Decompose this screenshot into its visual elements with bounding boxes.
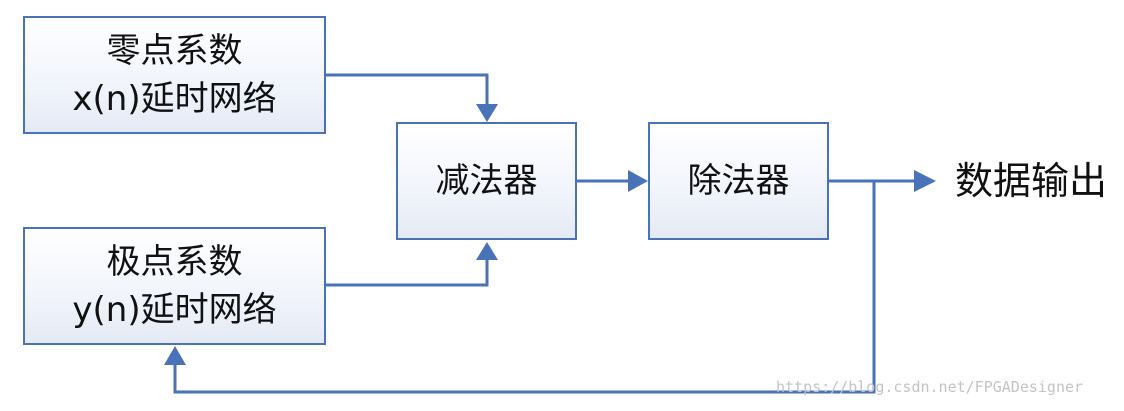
divider-block: 除法器 — [648, 122, 829, 240]
arrowhead-into-pole — [164, 346, 186, 365]
arrowhead-into-subtractor-top — [476, 104, 498, 122]
watermark: https://blog.csdn.net/FPGADesigner — [776, 378, 1084, 396]
subtractor-label: 减法器 — [435, 161, 538, 201]
arrowhead-into-subtractor-bottom — [476, 242, 498, 260]
arrowhead-into-divider — [628, 170, 648, 192]
output-label: 数据输出 — [955, 159, 1108, 203]
pole-block-subtitle: y(n)延时网络 — [72, 290, 277, 330]
pole-coefficient-block: 极点系数 y(n)延时网络 — [23, 227, 326, 345]
edge-pole-to-subtractor — [326, 257, 489, 287]
arrowhead-output — [914, 170, 936, 192]
divider-label: 除法器 — [687, 161, 790, 201]
edge-zero-to-subtractor — [326, 73, 489, 108]
zero-coefficient-block: 零点系数 x(n)延时网络 — [23, 16, 326, 134]
zero-block-subtitle: x(n)延时网络 — [72, 79, 277, 119]
zero-block-title: 零点系数 — [106, 31, 243, 71]
subtractor-block: 减法器 — [396, 122, 577, 240]
pole-block-title: 极点系数 — [106, 242, 243, 282]
edge-feedback-to-pole — [173, 181, 876, 394]
